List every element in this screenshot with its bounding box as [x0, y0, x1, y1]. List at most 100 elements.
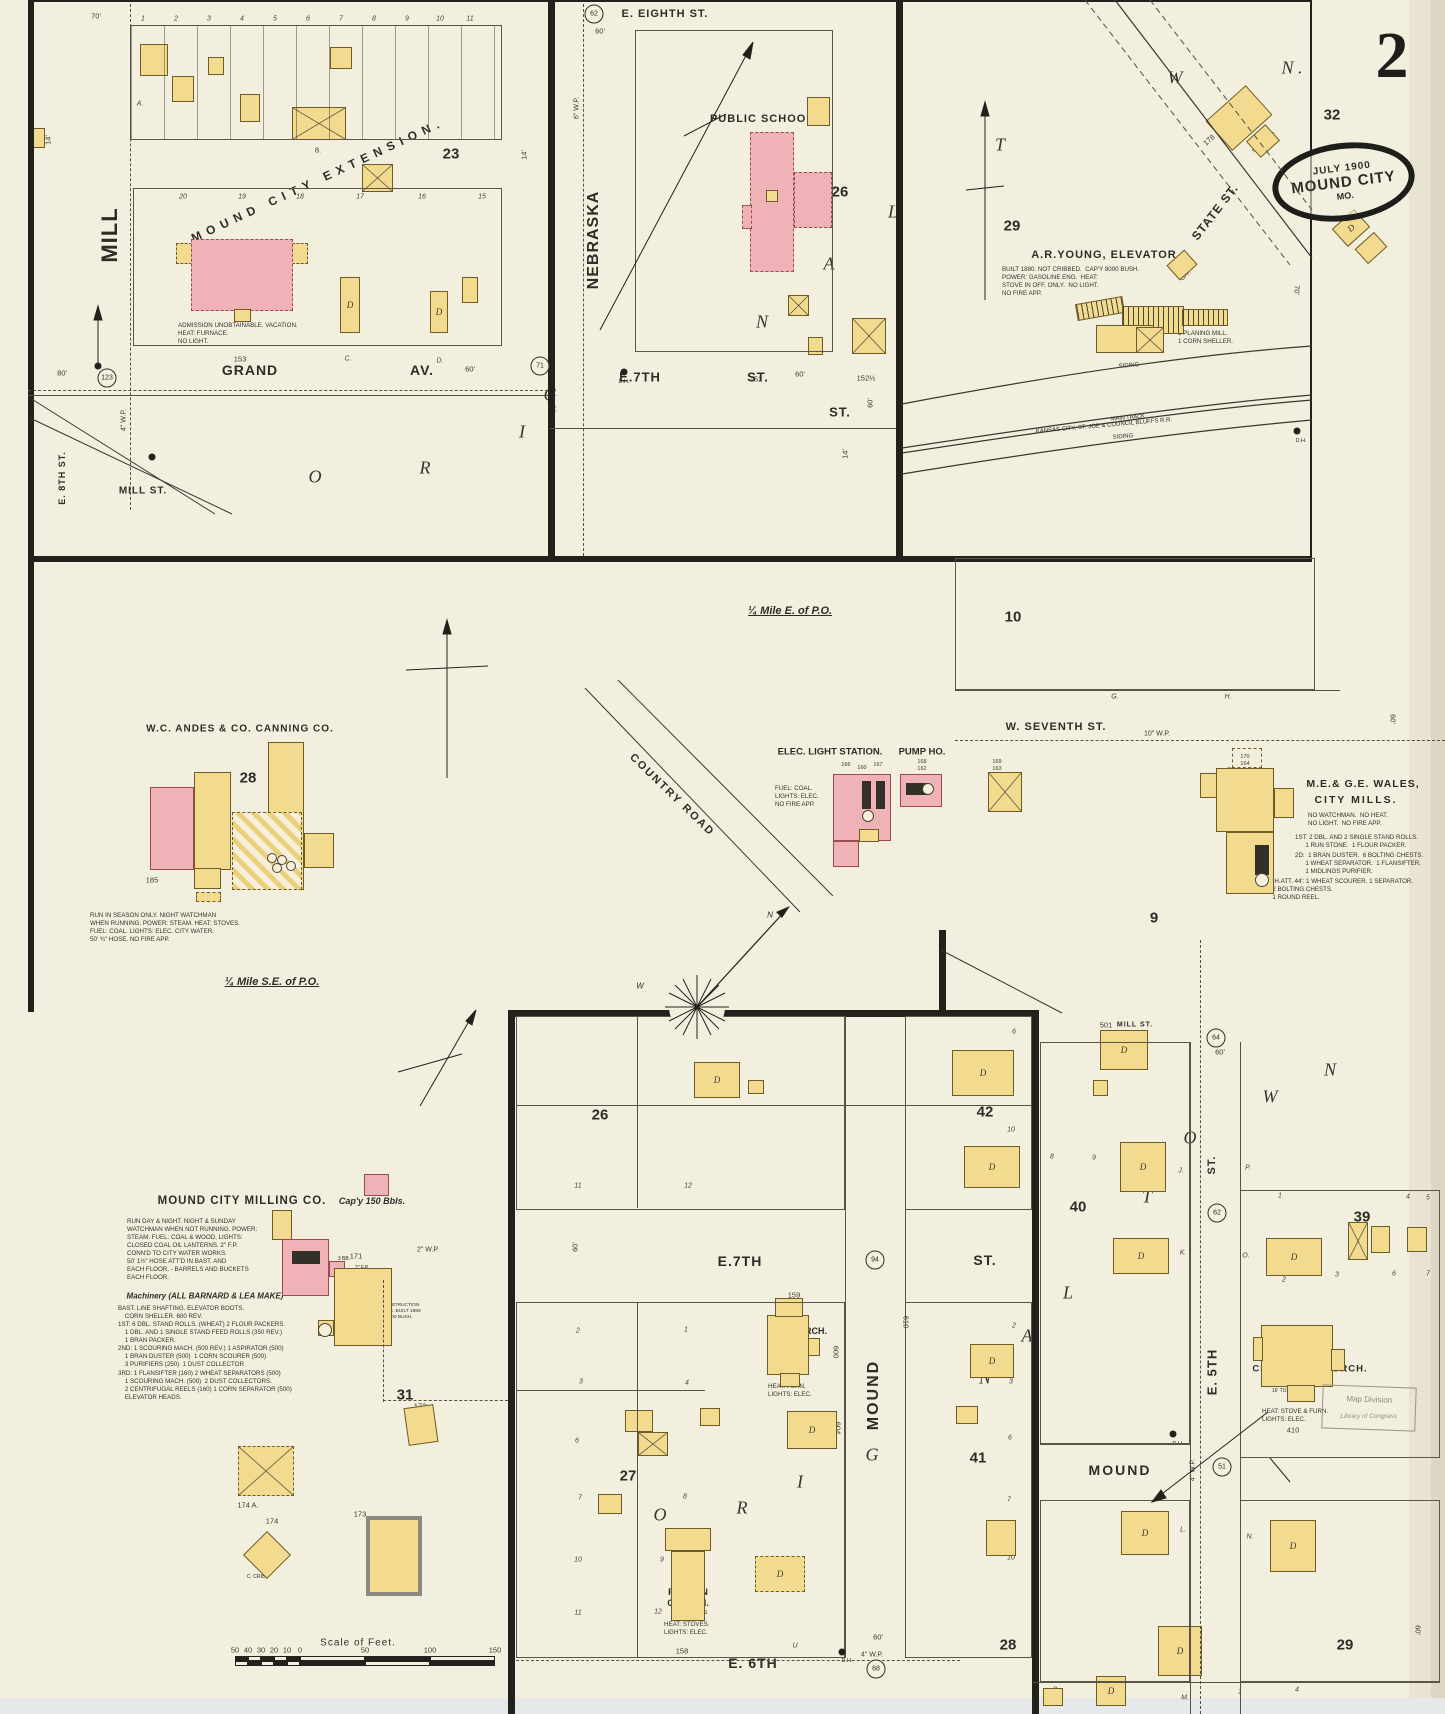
plat-letter: O [653, 1504, 667, 1525]
building [986, 1520, 1016, 1556]
scale-bar-segment [430, 1656, 495, 1661]
dwelling-label: D [776, 1569, 784, 1579]
block-number: 10 [1004, 608, 1022, 626]
lot-number: 8 [683, 1493, 687, 1501]
block-number: 23 [442, 145, 460, 163]
lot-line [1190, 1042, 1191, 1714]
machinery-block [292, 1251, 320, 1264]
scale-title: Scale of Feet. [320, 1637, 396, 1649]
water-pipe-label: 10" W.P. [1143, 730, 1171, 738]
lot-number: H. [1224, 693, 1232, 701]
plat-letter: T [994, 134, 1006, 155]
building-note: RUN IN SEASON ONLY. NIGHT WATCHMAN WHEN … [90, 912, 241, 944]
block-number: 42 [976, 1103, 994, 1121]
scale-bar-segment [287, 1661, 300, 1666]
lot-number: 2 [576, 1327, 580, 1335]
map-annotation: N [767, 910, 773, 920]
pipe-circle: 94 [865, 1250, 885, 1270]
stamp-line2: Library of Congress [1340, 1412, 1398, 1420]
street-label: STATE ST. [1188, 181, 1242, 243]
dwelling-label: D [979, 1068, 987, 1078]
scale-bar-segment [261, 1656, 274, 1661]
dwelling-label: D [1141, 1528, 1149, 1538]
building [750, 132, 794, 272]
dimension-label: 410 [1286, 1425, 1300, 1435]
street-label: E. 8TH ST. [57, 451, 67, 505]
street-label: MOUND [1088, 1462, 1152, 1478]
map-annotation: C. CRIB [246, 1574, 266, 1580]
building [364, 1174, 389, 1196]
plat-letter: N [755, 311, 769, 332]
lot-number: 1 [1278, 1192, 1282, 1200]
machinery-block [876, 781, 885, 809]
building [234, 309, 251, 322]
building [700, 1408, 720, 1426]
building [1287, 1385, 1315, 1402]
dwelling-label: D [713, 1075, 721, 1085]
dimension-label: 60' [595, 26, 605, 36]
block-outline [1040, 1042, 1190, 1444]
lot-line [845, 1016, 846, 1658]
street-label: COUNTRY ROAD [627, 751, 717, 839]
plat-letter: N . [1281, 57, 1303, 78]
lot-number: 7 [578, 1494, 582, 1502]
section-border [939, 1010, 1039, 1017]
pipe-circle: 51 [1212, 1457, 1232, 1477]
scale-bar-segment [235, 1656, 248, 1661]
street-label: MOUND [865, 1359, 882, 1431]
boiler-ring [922, 783, 934, 795]
lot-number: 4 [1406, 1193, 1410, 1201]
dimension-label: 60' [465, 364, 475, 374]
block-number: 40 [1069, 1198, 1087, 1216]
building [859, 829, 879, 842]
street-label: ST. [973, 1252, 997, 1268]
building: D [1120, 1142, 1166, 1192]
lot-line [955, 690, 1340, 691]
lot-number: 2 [174, 15, 178, 23]
section-border [939, 930, 946, 1017]
dimension-label: 185 [145, 875, 159, 885]
lot-line [637, 1016, 638, 1208]
building: D [1100, 1030, 1148, 1070]
business-label: W.C. ANDES & CO. CANNING CO. [146, 723, 334, 735]
lot-number: 6 [1008, 1434, 1012, 1442]
water-pipe-label: 4" W.P. [860, 1651, 884, 1659]
scale-tick-label: 10 [282, 1645, 292, 1655]
paper-edge [1431, 0, 1445, 1714]
lot-number: 7 [339, 15, 343, 23]
lot-number: 11 [466, 15, 474, 23]
lot-line [905, 1016, 906, 1658]
map-annotation: D.H. [841, 1658, 853, 1664]
lot-number: 12 [654, 1608, 662, 1616]
dimension-label: 501 [1099, 1020, 1113, 1030]
dimension-label: 8. [314, 145, 322, 155]
section-border [1032, 1010, 1039, 1714]
block-number: 32 [1323, 106, 1341, 124]
plat-letter: A [823, 253, 835, 274]
lot-number: 12 [684, 1182, 692, 1190]
building [1354, 231, 1388, 265]
building-note: IR.CH.ATT. 44': 1 WHEAT SCOURER. 1 SEPAR… [1262, 878, 1414, 902]
dimension-label: 159 [787, 1290, 801, 1300]
lot-number: 3 [1335, 1271, 1339, 1279]
lot-number: O. [1242, 1252, 1250, 1260]
lot-number: 3 [579, 1378, 583, 1386]
lot-number: 16 [418, 193, 426, 201]
plat-letter: O [308, 466, 322, 487]
lot-number: 8 [1050, 1153, 1054, 1161]
pipe-circle: 62 [584, 4, 604, 24]
building: D [787, 1411, 837, 1449]
lot-line [550, 428, 896, 429]
section-border [508, 1010, 945, 1017]
dwelling-label: D [988, 1162, 996, 1172]
building [788, 295, 809, 316]
water-pipe-line [955, 740, 1445, 741]
building [1093, 1080, 1108, 1096]
block-outline [130, 25, 502, 140]
double-hydrant-dot [94, 362, 102, 370]
dimension-label: 60' [570, 1242, 580, 1252]
building [988, 772, 1022, 812]
lot-number: U [792, 1642, 798, 1650]
scale-bar-segment [300, 1656, 365, 1661]
